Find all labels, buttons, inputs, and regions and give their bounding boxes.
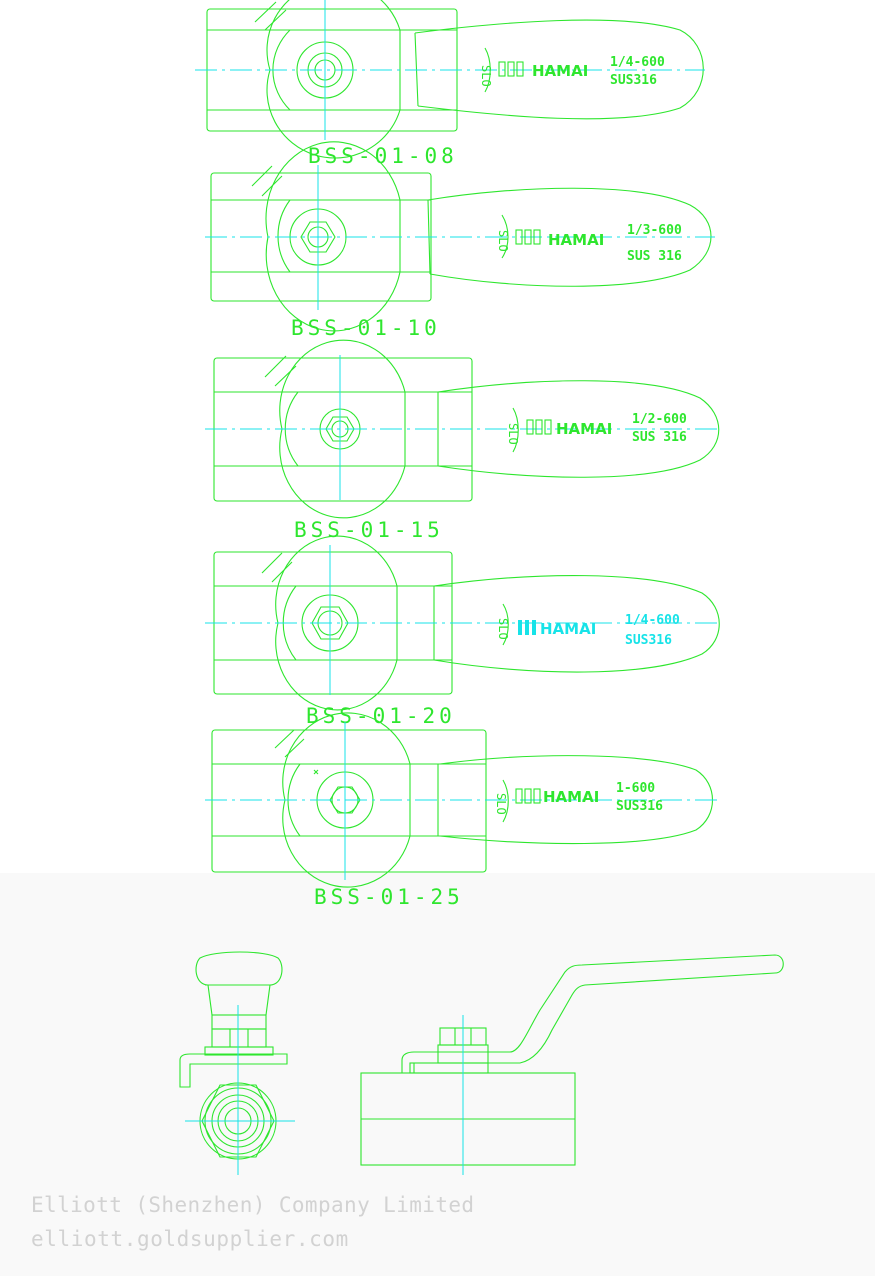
- brand-label-1: HAMAI: [532, 62, 588, 80]
- size-rating-1: 1/4-600: [610, 55, 665, 70]
- brand-label-2: HAMAI: [548, 231, 604, 249]
- watermark-company-name: Elliott (Shenzhen) Company Limited: [31, 1193, 475, 1217]
- valve-top-view-bss-01-08: SLO HAMAI 1/4-600 SUS316 BSS-01-08: [195, 0, 705, 168]
- brand-label-4: HAMAI: [540, 620, 596, 638]
- valve-top-view-bss-01-20: SLO HAMAI 1/4-600 SUS316 BSS-01-20: [205, 535, 722, 728]
- brand-label-3: HAMAI: [556, 420, 612, 438]
- valve-side-view: [360, 954, 784, 1175]
- lower-panel-background: [0, 873, 875, 1276]
- material-4: SUS316: [625, 633, 672, 648]
- handle-mark-1: SLO: [479, 65, 493, 87]
- valve-top-view-bss-01-15: SLO HAMAI 1/2-600 SUS 316 BSS-01-15: [205, 339, 722, 542]
- size-rating-3: 1/2-600: [632, 412, 687, 427]
- valve-top-view-bss-01-25: SLO HAMAI 1-600 SUS316 BSS-01-25: [205, 712, 720, 909]
- valve-end-view: [179, 951, 295, 1175]
- model-label-bss-01-08: BSS-01-08: [308, 144, 458, 168]
- handle-mark-2: SLO: [496, 230, 510, 252]
- material-1: SUS316: [610, 73, 657, 88]
- valve-top-view-bss-01-10: SLO HAMAI 1/3-600 SUS 316 BSS-01-10: [205, 141, 715, 340]
- model-label-bss-01-25: BSS-01-25: [314, 885, 464, 909]
- handle-mark-5: SLO: [494, 793, 508, 815]
- material-2: SUS 316: [627, 249, 682, 264]
- size-rating-4: 1/4-600: [625, 613, 680, 628]
- model-label-bss-01-15: BSS-01-15: [294, 518, 444, 542]
- material-5: SUS316: [616, 799, 663, 814]
- model-label-bss-01-10: BSS-01-10: [291, 316, 441, 340]
- brand-label-5: HAMAI: [543, 788, 599, 806]
- material-3: SUS 316: [632, 430, 687, 445]
- size-rating-2: 1/3-600: [627, 223, 682, 238]
- size-rating-5: 1-600: [616, 781, 655, 796]
- handle-mark-4: SLO: [496, 618, 510, 640]
- handle-mark-3: SLO: [506, 423, 520, 445]
- watermark-website: elliott.goldsupplier.com: [31, 1227, 349, 1251]
